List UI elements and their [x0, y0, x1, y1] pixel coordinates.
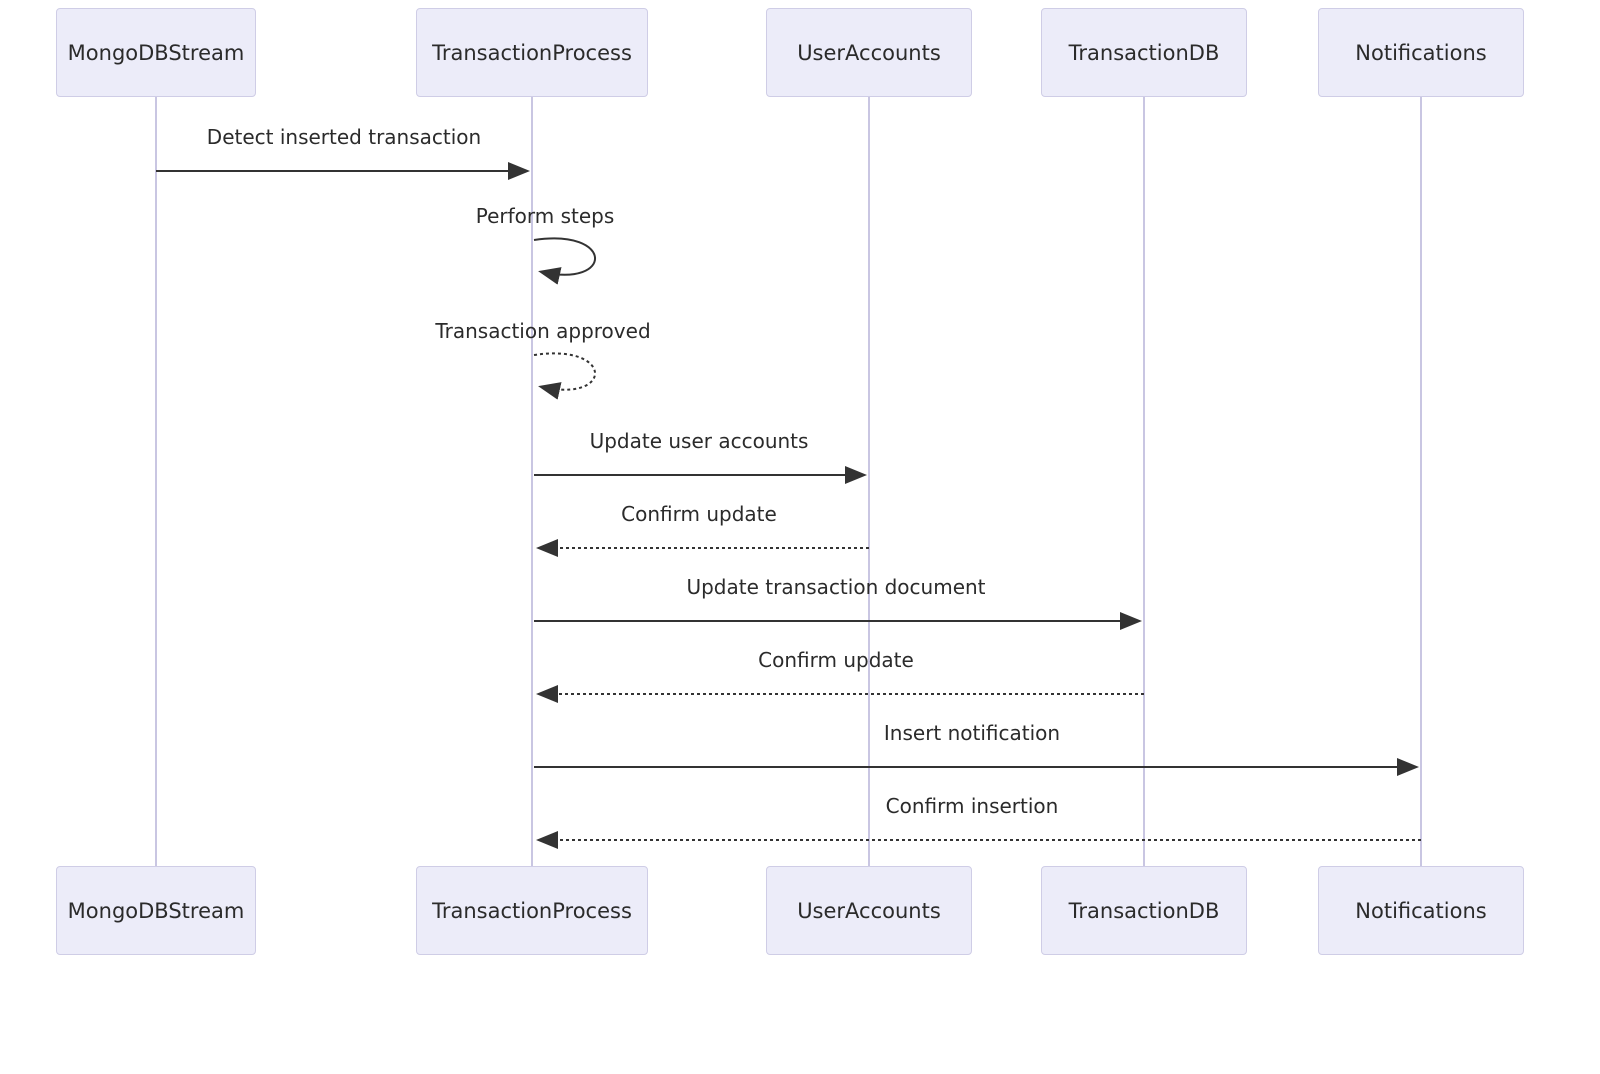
actor-top-useraccounts: UserAccounts: [766, 8, 972, 97]
message-label-update-transaction-document: Update transaction document: [686, 575, 986, 599]
actor-bottom-transactiondb: TransactionDB: [1041, 866, 1247, 955]
message-label-perform-steps: Perform steps: [475, 204, 615, 228]
actor-top-transactionprocess: TransactionProcess: [416, 8, 648, 97]
actor-top-transactiondb: TransactionDB: [1041, 8, 1247, 97]
message-label-confirm-update-2: Confirm update: [758, 648, 914, 672]
actor-bottom-mongodbstream: MongoDBStream: [56, 866, 256, 955]
actor-bottom-useraccounts: UserAccounts: [766, 866, 972, 955]
message-label-update-user-accounts: Update user accounts: [589, 429, 809, 453]
self-loop-transaction-approved: [533, 352, 596, 400]
message-label-confirm-insertion: Confirm insertion: [885, 794, 1059, 818]
message-label-detect-inserted-transaction: Detect inserted transaction: [206, 125, 482, 149]
message-label-transaction-approved: Transaction approved: [435, 319, 651, 343]
actor-bottom-notifications: Notifications: [1318, 866, 1524, 955]
actor-bottom-transactionprocess: TransactionProcess: [416, 866, 648, 955]
actor-top-notifications: Notifications: [1318, 8, 1524, 97]
message-label-confirm-update-1: Confirm update: [621, 502, 777, 526]
actor-top-mongodbstream: MongoDBStream: [56, 8, 256, 97]
self-loop-perform-steps: [533, 237, 596, 285]
message-label-insert-notification: Insert notification: [883, 721, 1061, 745]
